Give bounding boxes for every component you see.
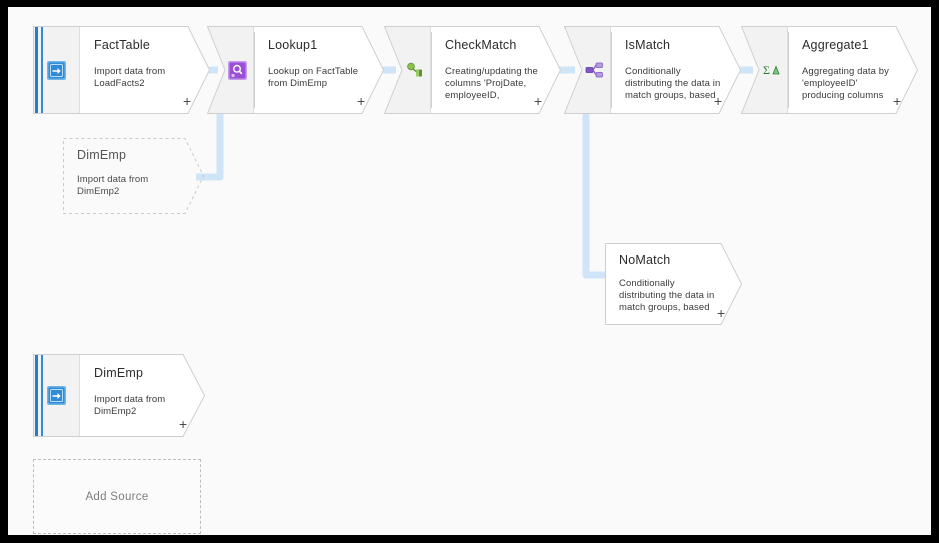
facttable-icon-rail bbox=[33, 26, 80, 114]
source-stripe-inner bbox=[41, 354, 43, 437]
svg-text:Σ: Σ bbox=[763, 63, 770, 77]
import-data-icon bbox=[47, 61, 66, 80]
dimemp-source-icon-rail bbox=[33, 354, 80, 437]
node-aggregate1[interactable]: Σ Aggregate1 Aggregating data by'employe… bbox=[741, 26, 918, 114]
source-stripe-inner bbox=[41, 26, 43, 114]
lookup1-add-button[interactable]: + bbox=[357, 93, 366, 109]
add-source-label: Add Source bbox=[85, 490, 149, 503]
checkmatch-title: CheckMatch bbox=[445, 38, 517, 52]
lookup-magnifier-icon bbox=[228, 61, 247, 80]
dimemp-source-add-button[interactable]: + bbox=[179, 416, 188, 432]
derived-column-icon bbox=[405, 61, 424, 80]
checkmatch-add-button[interactable]: + bbox=[534, 93, 543, 109]
ismatch-title: IsMatch bbox=[625, 38, 671, 52]
lookup1-icon-rail bbox=[207, 26, 254, 114]
ismatch-icon-rail bbox=[564, 26, 611, 114]
dimemp-ghost-title: DimEmp bbox=[77, 148, 127, 162]
aggregate1-title: Aggregate1 bbox=[802, 38, 869, 52]
dimemp-source-title: DimEmp bbox=[94, 366, 144, 380]
aggregate1-add-button[interactable]: + bbox=[893, 93, 902, 109]
nomatch-add-button[interactable]: + bbox=[717, 305, 726, 321]
source-stripe-outer bbox=[35, 26, 38, 114]
checkmatch-icon-rail bbox=[384, 26, 431, 114]
nomatch-title: NoMatch bbox=[619, 253, 671, 267]
lookup1-title: Lookup1 bbox=[268, 38, 318, 52]
source-stripe-outer bbox=[35, 354, 38, 437]
import-data-icon bbox=[47, 386, 66, 405]
facttable-add-button[interactable]: + bbox=[183, 93, 192, 109]
aggregate1-icon-rail: Σ bbox=[741, 26, 788, 114]
conditional-split-icon bbox=[585, 61, 604, 80]
facttable-title: FactTable bbox=[94, 38, 150, 52]
ismatch-add-button[interactable]: + bbox=[714, 93, 723, 109]
add-source-placeholder[interactable]: Add Source bbox=[33, 459, 201, 534]
aggregate-sigma-icon: Σ bbox=[762, 61, 781, 80]
